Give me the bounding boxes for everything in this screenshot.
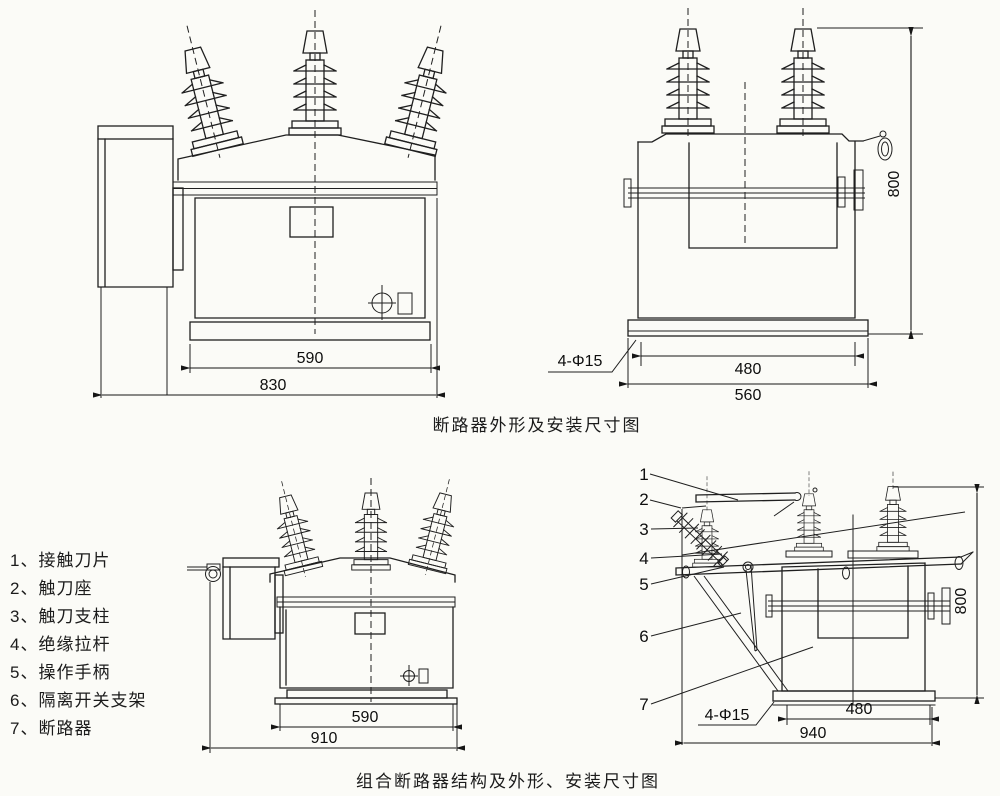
mechanism-box	[97, 125, 184, 396]
dim-label-base-width: 590	[297, 350, 324, 367]
dim-label-holes: 4-Φ15	[558, 353, 603, 370]
ground-terminal-symbol	[368, 285, 413, 320]
mounting-holes-callout: 4-Φ15	[698, 701, 775, 726]
parts-list: 1、接触刀片 2、触刀座 3、触刀支柱 4、绝缘拉杆 5、操作手柄 6、隔离开关…	[10, 547, 146, 743]
dimension-800: 800	[893, 484, 984, 704]
caption-combo-dimensions: 组合断路器结构及外形、安装尺寸图	[356, 772, 660, 791]
insulator-bushing-left	[266, 481, 324, 577]
dim-label-base-width: 480	[846, 701, 873, 718]
frame-top-bracket	[681, 505, 707, 509]
dim-label-height: 800	[886, 171, 903, 198]
dim-label-base-width: 590	[352, 709, 379, 726]
dimension-830: 830	[93, 198, 445, 398]
lifting-eye	[187, 563, 221, 582]
mounting-holes-callout: 4-Φ15	[548, 339, 637, 373]
parts-list-item-7: 7、断路器	[10, 719, 93, 738]
insulator-bushing-left	[661, 8, 715, 139]
dim-label-height: 800	[953, 588, 970, 615]
dimension-480: 480	[778, 701, 939, 725]
callout-5: 5	[639, 575, 648, 594]
dim-label-base-width: 480	[735, 361, 762, 378]
side-mounting-rods	[765, 587, 951, 625]
parts-list-item-5: 5、操作手柄	[10, 663, 111, 682]
callout-6: 6	[639, 627, 648, 646]
mechanism-box	[222, 557, 284, 640]
tank-body	[627, 133, 869, 337]
ground-terminal-symbol	[400, 665, 429, 686]
callout-1: 1	[639, 465, 648, 484]
callout-3: 3	[639, 520, 648, 539]
dimension-800: 800	[817, 27, 923, 339]
insulator-bushing-middle	[794, 471, 824, 552]
parts-list-item-6: 6、隔离开关支架	[10, 691, 147, 710]
parts-list-item-4: 4、绝缘拉杆	[10, 635, 111, 654]
operating-handle-rod	[745, 564, 758, 652]
tank-body	[772, 514, 936, 706]
isolator-platform	[675, 551, 974, 580]
insulator-bushing-right	[384, 25, 462, 158]
parts-list-item-2: 2、触刀座	[10, 579, 93, 598]
drawing-breaker-side-view: 800 480 560 4-Φ15	[548, 8, 923, 404]
caption-breaker-dimensions: 断路器外形及安装尺寸图	[432, 416, 642, 435]
dim-label-holes: 4-Φ15	[705, 707, 750, 724]
callout-leader-lines	[649, 473, 814, 705]
rod-to-blade-link	[773, 501, 795, 517]
insulator-bushing-left	[166, 25, 244, 158]
dimension-590: 590	[271, 704, 462, 731]
bushing-pedestal-left	[785, 550, 833, 558]
bushing-pedestal-right	[847, 550, 919, 559]
lifting-eye	[862, 130, 893, 161]
parts-list-item-1: 1、接触刀片	[10, 551, 111, 570]
tank-body	[269, 557, 458, 705]
dimension-590: 590	[181, 344, 440, 373]
dimension-560: 560	[619, 338, 877, 404]
dim-label-overall-width: 940	[800, 725, 827, 742]
dim-label-overall-width: 910	[311, 730, 338, 747]
dimension-910: 910	[202, 703, 465, 751]
drawing-combo-side-view: 1 2 3 4 5 6 7	[639, 465, 984, 746]
nameplate	[354, 612, 386, 635]
insulator-bushing-right	[876, 471, 910, 552]
dimension-940: 940	[675, 707, 940, 746]
drawing-breaker-front-view: 590 830	[93, 10, 462, 398]
nameplate	[289, 206, 334, 238]
dimension-480: 480	[632, 342, 864, 378]
dim-label-overall-width: 830	[260, 377, 287, 394]
frame-top-chord	[681, 511, 966, 556]
callout-4: 4	[639, 549, 648, 568]
callout-7: 7	[639, 695, 648, 714]
contact-blade	[695, 487, 818, 503]
drawing-combo-front-view: 590 910	[187, 478, 465, 753]
callout-2: 2	[639, 490, 648, 509]
dim-label-overall-width: 560	[735, 387, 762, 404]
isolator-support-frame	[693, 575, 789, 692]
insulator-bushing-right	[407, 479, 465, 575]
blade-support-insulator	[692, 476, 722, 568]
side-mounting-rods	[623, 169, 865, 211]
parts-list-item-3: 3、触刀支柱	[10, 607, 111, 626]
